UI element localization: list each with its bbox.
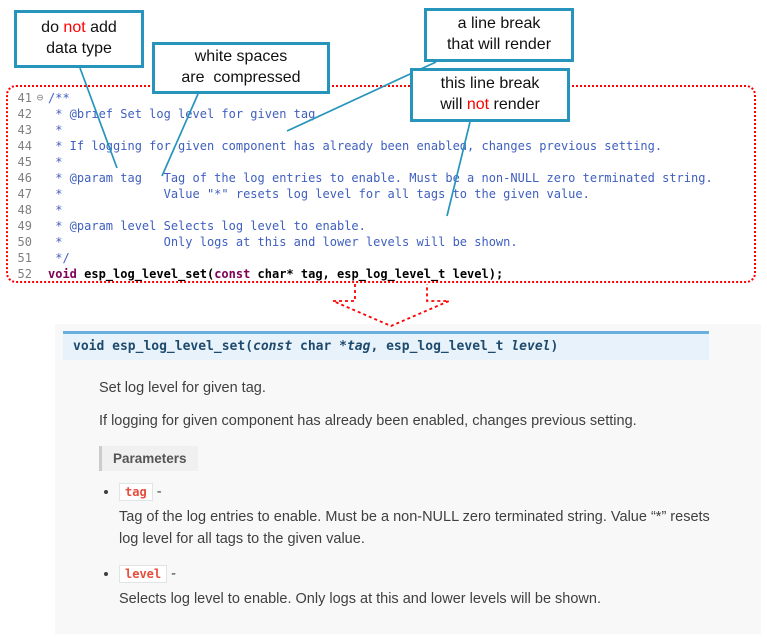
keyword-const: const bbox=[214, 267, 251, 281]
callout-no-datatype: do not add data type bbox=[14, 10, 144, 68]
sig-function-name: esp_log_level_set bbox=[104, 339, 246, 354]
param-name-tag: tag bbox=[119, 483, 153, 501]
code-line: 45 * bbox=[8, 154, 754, 170]
code-editor: 41 ⊖ /** 42 * @brief Set log level for g… bbox=[6, 85, 756, 283]
code-line: 44 * If logging for given component has … bbox=[8, 138, 754, 154]
line-number: 41 bbox=[17, 91, 32, 105]
callout-text: white spaces bbox=[194, 48, 288, 66]
param-dash: - bbox=[171, 565, 176, 582]
code-line: 41 ⊖ /** bbox=[8, 90, 754, 106]
code-text: * @param level Selects log level to enab… bbox=[48, 219, 366, 233]
red-dotted-arrow bbox=[332, 284, 450, 327]
code-line: 43 * bbox=[8, 122, 754, 138]
line-number: 46 bbox=[17, 171, 32, 185]
code-line: 50 * Only logs at this and lower levels … bbox=[8, 234, 754, 250]
function-signature: void esp_log_level_set(const char *tag, … bbox=[63, 331, 709, 360]
brief-description: Set log level for given tag. bbox=[99, 380, 266, 396]
code-line: 48 * bbox=[8, 202, 754, 218]
code-text: * bbox=[48, 123, 63, 137]
code-text: * @brief Set log level for given tag bbox=[48, 107, 316, 121]
callout-text: that will render bbox=[446, 36, 552, 53]
code-line: 42 * @brief Set log level for given tag bbox=[8, 106, 754, 122]
param-item-tag: tag - Tag of the log entries to enable. … bbox=[119, 483, 761, 551]
line-number: 49 bbox=[17, 219, 32, 233]
keyword-void: void bbox=[48, 267, 77, 281]
param-description: Selects log level to enable. Only logs a… bbox=[119, 590, 601, 607]
callout-linebreak-renders: a line break that will render bbox=[424, 8, 574, 62]
sig-param-tag: tag bbox=[346, 339, 371, 354]
callout-whitespace-compressed: white spaces are compressed bbox=[152, 42, 330, 94]
code-text: * @param tag Tag of the log entries to e… bbox=[48, 171, 713, 185]
code-line: 47 * Value "*" resets log level for all … bbox=[8, 186, 754, 202]
param-item-level: level - Selects log level to enable. Onl… bbox=[119, 564, 761, 611]
callout-text: are compressed bbox=[181, 69, 301, 86]
code-line: 46 * @param tag Tag of the log entries t… bbox=[8, 170, 754, 186]
code-text: * Only logs at this and lower levels wil… bbox=[48, 235, 518, 249]
function-declaration: void esp_log_level_set(const char* tag, … bbox=[48, 267, 504, 281]
param-description: Tag of the log entries to enable. Must b… bbox=[119, 509, 710, 547]
code-text: * bbox=[48, 203, 63, 217]
code-text: * If logging for given component has alr… bbox=[48, 139, 663, 153]
fold-minus-icon: ⊖ bbox=[36, 91, 44, 104]
parameters-label: Parameters bbox=[99, 446, 198, 471]
code-text: */ bbox=[48, 251, 70, 265]
param-dash: - bbox=[156, 484, 162, 500]
code-line-declaration: 52 void esp_log_level_set(const char* ta… bbox=[8, 266, 754, 282]
callout-text: do not add bbox=[41, 19, 117, 37]
code-text: * Value "*" resets log level for all tag… bbox=[48, 187, 590, 201]
callout-text: this line break bbox=[440, 75, 540, 93]
rendered-docs-panel: void esp_log_level_set(const char *tag, … bbox=[55, 324, 761, 634]
line-number: 45 bbox=[17, 155, 32, 169]
callout-linebreak-not-render: this line break will not render bbox=[410, 68, 570, 122]
sig-const-keyword: const bbox=[253, 339, 293, 354]
emphasis-not: not bbox=[466, 96, 490, 113]
line-number: 43 bbox=[17, 123, 32, 137]
code-line: 49 * @param level Selects log level to e… bbox=[8, 218, 754, 234]
sig-param-level: level bbox=[511, 339, 551, 354]
line-number: 42 bbox=[17, 107, 32, 121]
detailed-description: If logging for given component has alrea… bbox=[99, 413, 637, 429]
param-name-level: level bbox=[119, 564, 168, 583]
code-text: * bbox=[48, 155, 63, 169]
parameter-list: tag - Tag of the log entries to enable. … bbox=[119, 483, 761, 611]
callout-text: will not render bbox=[440, 96, 540, 113]
line-number: 51 bbox=[17, 251, 32, 265]
line-number: 44 bbox=[17, 139, 32, 153]
code-line: 51 */ bbox=[8, 250, 754, 266]
emphasis-not: not bbox=[63, 19, 86, 37]
line-number: 48 bbox=[17, 203, 32, 217]
line-number: 47 bbox=[17, 187, 32, 201]
code-text: /** bbox=[48, 91, 70, 105]
line-number: 50 bbox=[17, 235, 32, 249]
callout-text: a line break bbox=[457, 15, 541, 33]
line-number: 52 bbox=[17, 267, 32, 281]
callout-text: data type bbox=[46, 40, 112, 57]
sig-return-type: void bbox=[73, 339, 105, 354]
